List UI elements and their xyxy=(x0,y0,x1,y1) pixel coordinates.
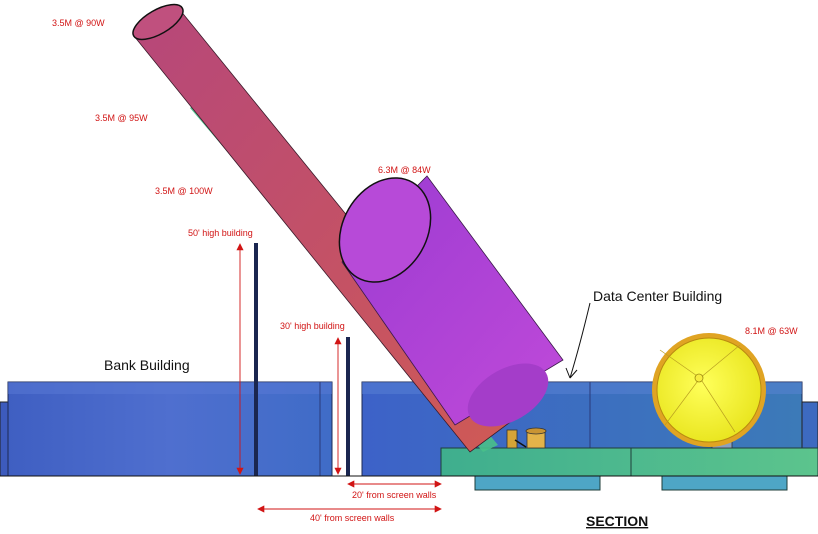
antenna-base-equipment xyxy=(506,427,547,449)
antenna-8-1m-dish xyxy=(652,333,766,449)
label-6-3m-84w: 6.3M @ 84W xyxy=(378,165,431,175)
data-center-leader xyxy=(565,302,591,379)
screen-wall-30ft xyxy=(346,337,350,476)
label-3-5m-95w: 3.5M @ 95W xyxy=(95,113,148,123)
label-data-center-building: Data Center Building xyxy=(593,288,722,304)
label-8-1m-63w: 8.1M @ 63W xyxy=(745,326,798,336)
label-20ft-from-walls: 20' from screen walls xyxy=(352,490,437,500)
screen-wall-50ft xyxy=(254,243,258,476)
label-30ft-building: 30' high building xyxy=(280,321,345,331)
bank-building xyxy=(0,381,333,477)
label-bank-building: Bank Building xyxy=(104,357,190,373)
section-title: SECTION xyxy=(586,513,648,529)
label-3-5m-100w: 3.5M @ 100W xyxy=(155,186,213,196)
label-40ft-from-walls: 40' from screen walls xyxy=(310,513,395,523)
label-3-5m-90w: 3.5M @ 90W xyxy=(52,18,105,28)
antenna-6-3m-cylinder xyxy=(338,175,564,427)
equipment-platform xyxy=(440,447,818,491)
label-50ft-building: 50' high building xyxy=(188,228,253,238)
